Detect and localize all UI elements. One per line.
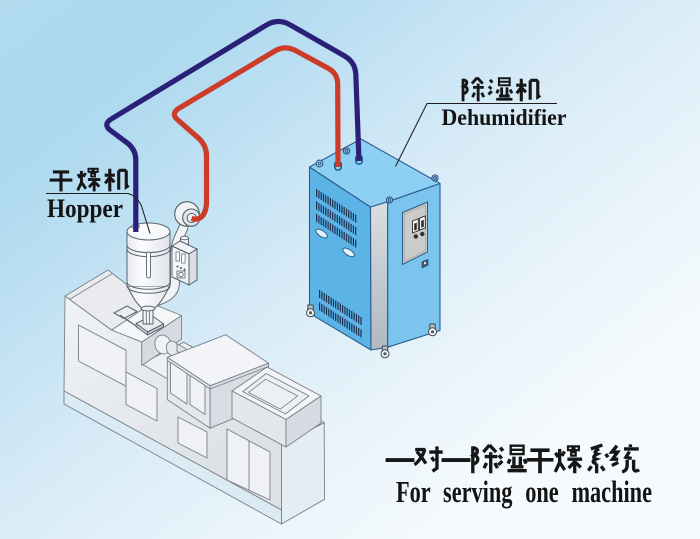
svg-text:Hopper: Hopper [47,194,123,223]
svg-text:For serving one machine: For serving one machine [396,474,652,509]
svg-text:Dehumidifier: Dehumidifier [442,105,567,130]
